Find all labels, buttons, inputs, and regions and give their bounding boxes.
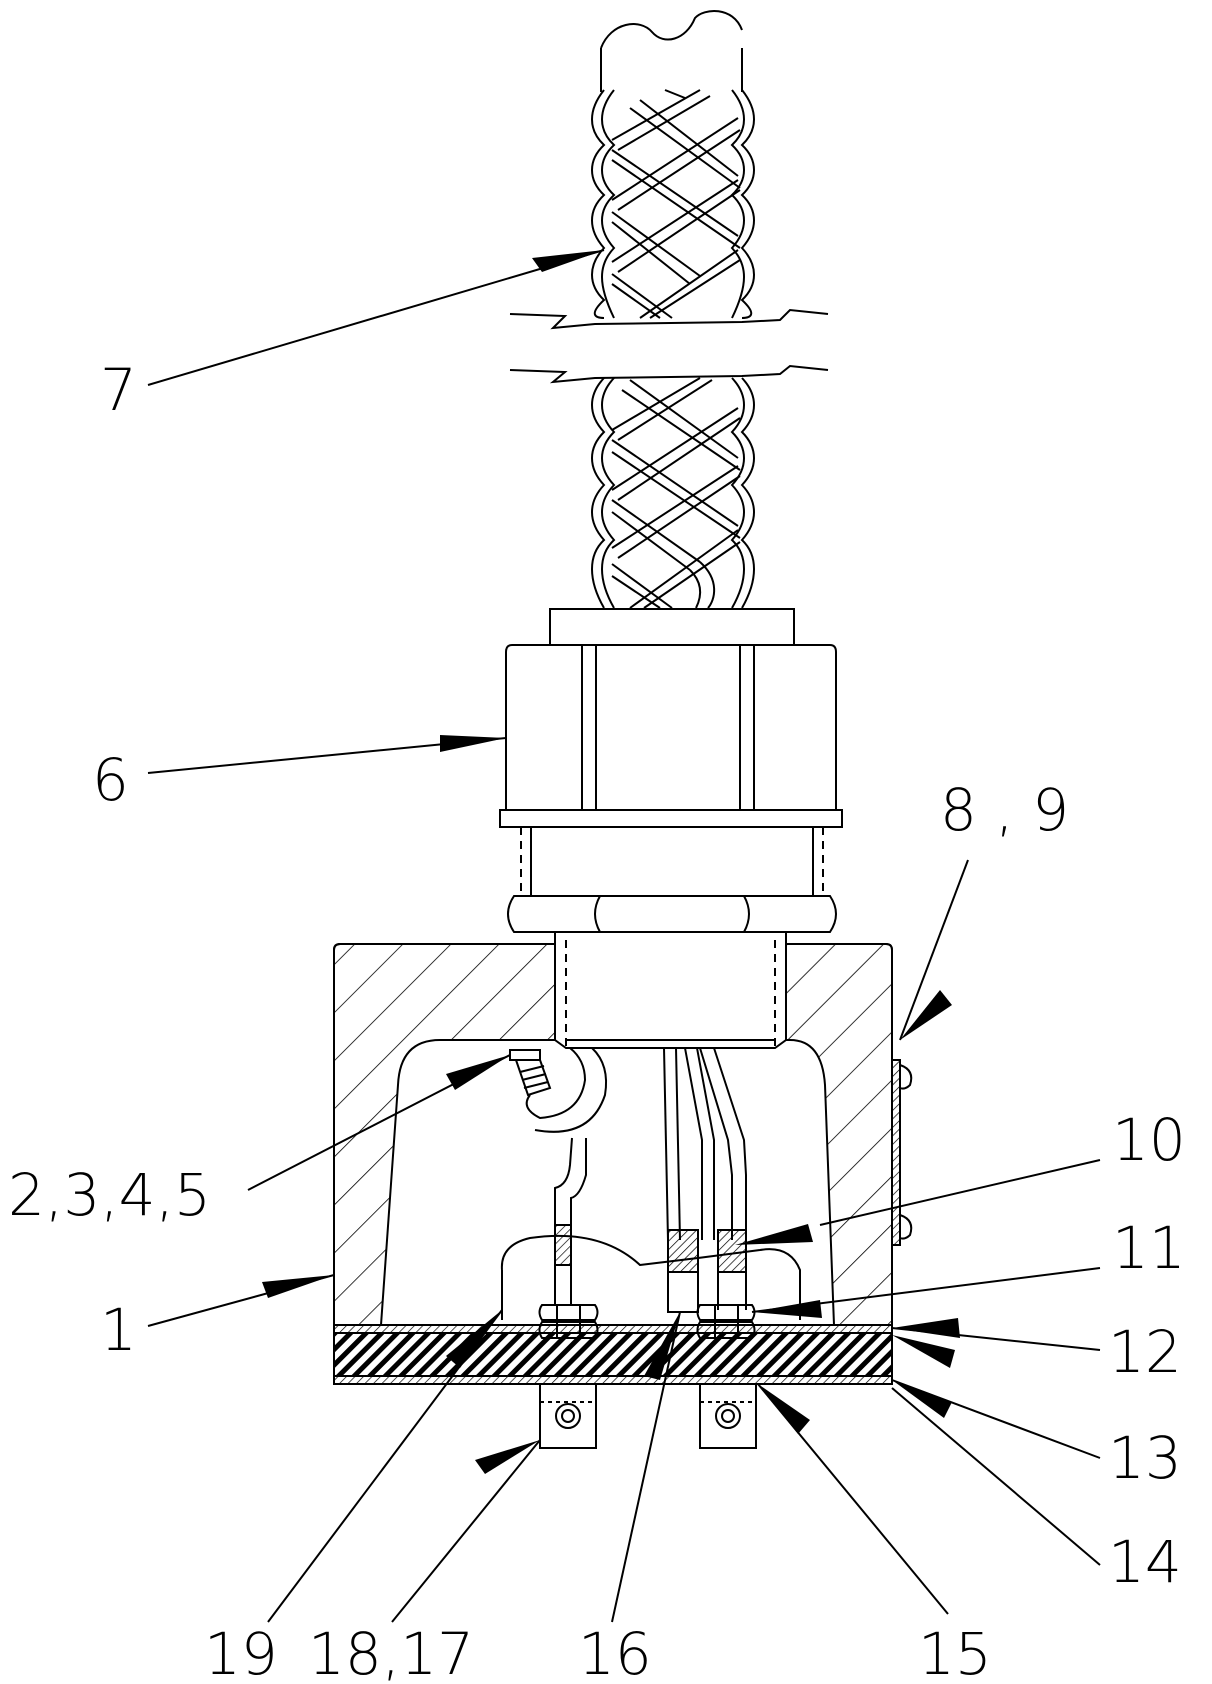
label-14: 14: [1108, 1528, 1182, 1596]
label-13: 13: [1108, 1424, 1182, 1492]
label-1: 1: [100, 1296, 137, 1364]
label-2-3-4-5: 2,3,4,5: [8, 1161, 211, 1229]
terminal-post-right: [699, 1383, 757, 1449]
label-8-9: 8 , 9: [940, 776, 1069, 844]
label-18-17: 18,17: [308, 1620, 474, 1684]
terminal-screw: [509, 1049, 552, 1097]
cable-grip-mesh-upper: [591, 89, 755, 319]
label-19: 19: [204, 1620, 278, 1684]
earth-wire: [525, 1047, 608, 1305]
arrowheads: [262, 250, 960, 1474]
cable-grip-mesh-lower: [591, 377, 755, 609]
base-plate: [333, 1324, 893, 1385]
enclosure-housing: [333, 943, 893, 1326]
cable: [600, 9, 743, 92]
terminal-post-left: [539, 1383, 597, 1449]
inner-cavity: [500, 1234, 801, 1320]
locknut: [507, 895, 837, 933]
nameplate: [891, 1059, 913, 1246]
label-7: 7: [100, 356, 137, 424]
break-lines: [509, 308, 829, 384]
label-11: 11: [1112, 1214, 1186, 1282]
label-6: 6: [92, 746, 129, 814]
label-12: 12: [1108, 1318, 1182, 1386]
gland-collar: [549, 608, 795, 646]
gland-thread-body: [520, 827, 824, 896]
phase-wires: [663, 1047, 747, 1313]
label-16: 16: [578, 1620, 652, 1684]
label-10: 10: [1112, 1106, 1186, 1174]
dome-nut: [499, 644, 843, 828]
reference-numerals: 7 6 8 , 9 2,3,4,5 10 11 1 12 13 14 19 18…: [8, 356, 1186, 1684]
gland-entry: [554, 931, 787, 1049]
label-15: 15: [918, 1620, 992, 1684]
